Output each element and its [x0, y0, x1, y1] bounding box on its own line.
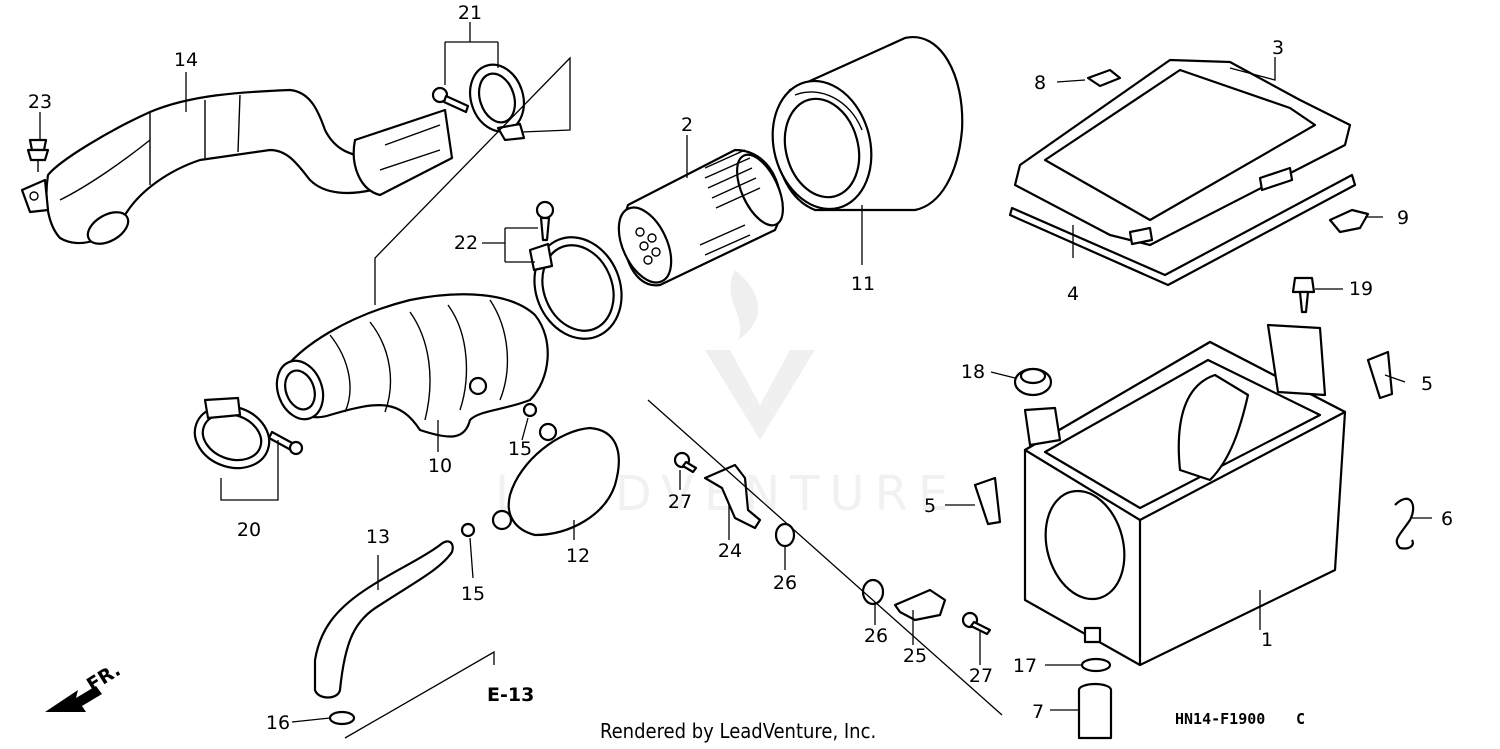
screw-20: [267, 430, 304, 456]
callout-23: 23: [28, 91, 52, 113]
callout-7: 7: [1032, 701, 1044, 723]
clip-8: [1086, 68, 1122, 88]
callout-4: 4: [1067, 283, 1079, 305]
callout-13: 13: [366, 526, 390, 548]
callout-25: 25: [903, 645, 927, 667]
hose-clip-15-upper: [522, 402, 538, 418]
clip-9: [1328, 208, 1370, 234]
drain-hose: [313, 540, 454, 699]
bolt-27-lower: [961, 611, 992, 636]
resonator: [491, 422, 620, 537]
clip-5-upper: [1366, 350, 1394, 400]
callout-17: 17: [1013, 655, 1037, 677]
bolt-21: [431, 86, 470, 114]
air-intake-duct: [20, 88, 454, 245]
callout-2: 2: [681, 114, 693, 136]
diagram-revision: C: [1296, 710, 1305, 728]
clamp-21: [469, 63, 526, 142]
element-holder: [617, 148, 784, 287]
clip-23: [26, 138, 50, 172]
hose-clip-15-lower: [460, 522, 476, 538]
hose-clip-17: [1080, 657, 1112, 673]
callout-21: 21: [458, 2, 482, 24]
band-22: [528, 236, 623, 340]
callout-5-lower: 5: [924, 495, 936, 517]
watermark: [705, 270, 815, 440]
callout-16: 16: [266, 712, 290, 734]
bolt-19: [1291, 276, 1316, 314]
callout-11: 11: [851, 273, 875, 295]
footer-credit: Rendered by LeadVenture, Inc.: [600, 719, 876, 743]
bolt-27-upper: [673, 451, 698, 474]
callout-6: 6: [1441, 508, 1453, 530]
drain-tube-7: [1077, 682, 1113, 740]
reference-label: E-13: [487, 684, 534, 706]
callout-12: 12: [566, 545, 590, 567]
front-arrow: FR.: [45, 659, 124, 712]
callout-10: 10: [428, 455, 452, 477]
spring-clip-6: [1394, 497, 1415, 550]
callout-19: 19: [1349, 278, 1373, 300]
air-filter-element: [771, 35, 964, 212]
callout-22: 22: [454, 232, 478, 254]
housing-cover: [1013, 58, 1352, 247]
cover-seal: [1008, 173, 1357, 287]
callout-18: 18: [961, 361, 985, 383]
clamp-20: [193, 396, 271, 470]
clip-5-lower: [973, 476, 1002, 526]
callout-26-upper: 26: [773, 572, 797, 594]
grommet-18: [1013, 367, 1053, 397]
callout-27-lower: 27: [969, 665, 993, 687]
hose-clip-16: [328, 710, 356, 726]
stay-24: [703, 463, 762, 530]
callout-15-lower: 15: [461, 583, 485, 605]
diagram-code: HN14-F1900: [1175, 710, 1265, 728]
callout-20: 20: [237, 519, 261, 541]
screw-22: [535, 200, 555, 242]
callout-1: 1: [1261, 629, 1273, 651]
callout-3: 3: [1272, 37, 1284, 59]
stay-25: [893, 588, 947, 622]
callout-27-upper: 27: [668, 491, 692, 513]
callout-8: 8: [1034, 72, 1046, 94]
callout-24: 24: [718, 540, 742, 562]
callout-26-lower: 26: [864, 625, 888, 647]
callout-14: 14: [174, 49, 198, 71]
callout-5-upper: 5: [1421, 373, 1433, 395]
holes: [635, 227, 661, 265]
connecting-tube: [275, 293, 549, 438]
callout-9: 9: [1397, 207, 1409, 229]
callout-15-upper: 15: [508, 438, 532, 460]
air-cleaner-case: [1023, 323, 1347, 667]
